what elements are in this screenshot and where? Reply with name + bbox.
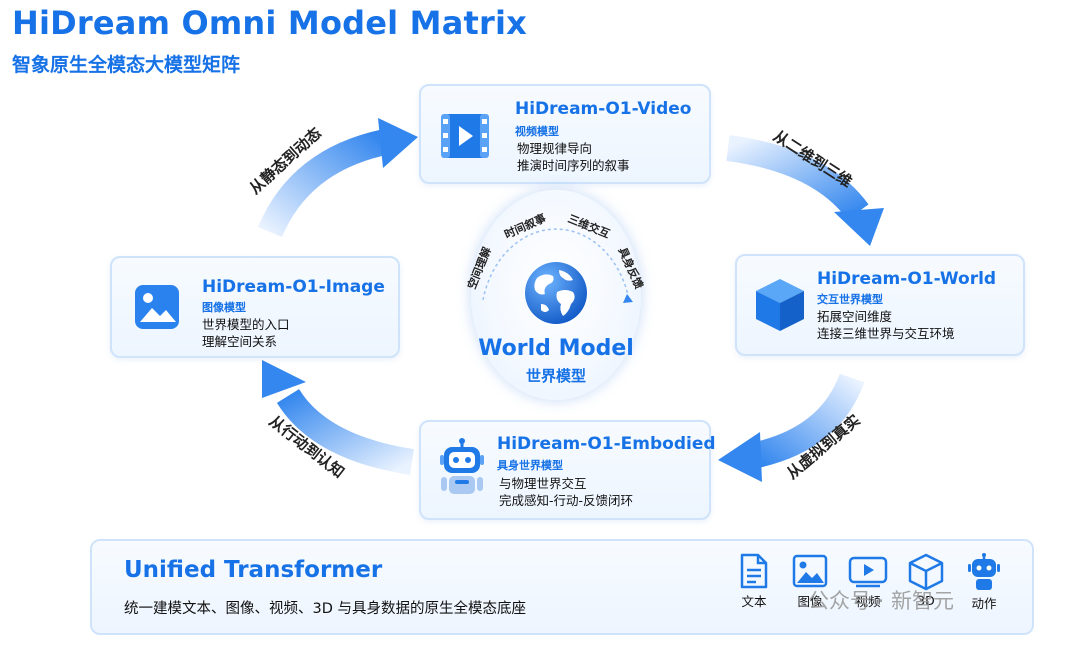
robot-icon	[968, 553, 1000, 590]
card-image-name: HiDream-O1-Image	[202, 277, 385, 297]
modality-label: 图像	[797, 594, 823, 609]
card-embodied-desc2: 完成感知-行动-反馈闭环	[499, 493, 634, 508]
image-icon	[135, 285, 179, 329]
card-embodied-desc1: 与物理世界交互	[499, 476, 587, 491]
page-title: HiDream Omni Model Matrix	[12, 4, 527, 42]
card-embodied-name: HiDream-O1-Embodied	[497, 434, 716, 454]
modality-video: 视频	[838, 553, 898, 610]
robot-icon	[440, 438, 484, 494]
cube-icon	[756, 279, 804, 331]
card-image-desc1: 世界模型的入口	[202, 317, 290, 332]
image-icon	[792, 554, 828, 588]
card-image-desc2: 理解空间关系	[202, 334, 278, 349]
card-world-desc2: 连接三维世界与交互环境	[817, 326, 955, 341]
modality-label: 文本	[741, 594, 767, 609]
world-model-center: 空间理解 时间叙事 三维交互 具身反馈 World Model 世界模型	[465, 190, 645, 400]
modality-label: 动作	[971, 596, 997, 611]
card-video-name: HiDream-O1-Video	[515, 99, 692, 119]
modality-image: 图像	[780, 553, 840, 610]
card-video: HiDream-O1-Video 视频模型 物理规律导向 推演时间序列的叙事	[419, 84, 711, 184]
document-icon	[740, 553, 768, 589]
unified-transformer-panel: Unified Transformer 统一建模文本、图像、视频、3D 与具身数…	[90, 539, 1034, 635]
modality-label: 视频	[855, 594, 881, 609]
unified-transformer-title: Unified Transformer	[124, 557, 383, 583]
modality-label: 3D	[917, 593, 935, 608]
globe-icon	[525, 262, 587, 324]
card-embodied: HiDream-O1-Embodied 具身世界模型 与物理世界交互 完成感知-…	[419, 420, 716, 520]
world-model-subtitle: 世界模型	[525, 367, 586, 385]
card-video-desc2: 推演时间序列的叙事	[517, 158, 630, 173]
modality-text: 文本	[724, 553, 784, 610]
arrow-virtual-to-real	[718, 373, 865, 482]
arrow-action-to-cognition	[262, 360, 415, 475]
card-image-type: 图像模型	[202, 301, 246, 314]
card-world-name: HiDream-O1-World	[817, 269, 997, 289]
orbit-arrows	[482, 228, 633, 303]
world-model-title: World Model	[478, 336, 634, 361]
modality-3d: 3D	[896, 553, 956, 608]
arrow-2d-to-3d	[726, 135, 884, 246]
card-video-desc1: 物理规律导向	[517, 141, 593, 156]
card-world-desc1: 拓展空间维度	[817, 309, 893, 324]
page-subtitle: 智象原生全模态大模型矩阵	[12, 54, 241, 76]
cube-icon	[908, 553, 944, 591]
card-world: HiDream-O1-World 交互世界模型 拓展空间维度 连接三维世界与交互…	[735, 254, 1025, 356]
card-embodied-type: 具身世界模型	[497, 459, 563, 472]
video-icon	[441, 114, 489, 158]
card-world-type: 交互世界模型	[817, 293, 883, 306]
modality-action: 动作	[954, 553, 1014, 612]
watermark: 公众号 · 新智元	[808, 589, 955, 613]
card-image: HiDream-O1-Image 图像模型 世界模型的入口 理解空间关系	[110, 256, 400, 358]
video-icon	[848, 556, 888, 588]
card-video-type: 视频模型	[515, 125, 559, 138]
arrow-static-to-dynamic	[258, 118, 418, 238]
unified-transformer-desc: 统一建模文本、图像、视频、3D 与具身数据的原生全模态底座	[124, 601, 526, 617]
